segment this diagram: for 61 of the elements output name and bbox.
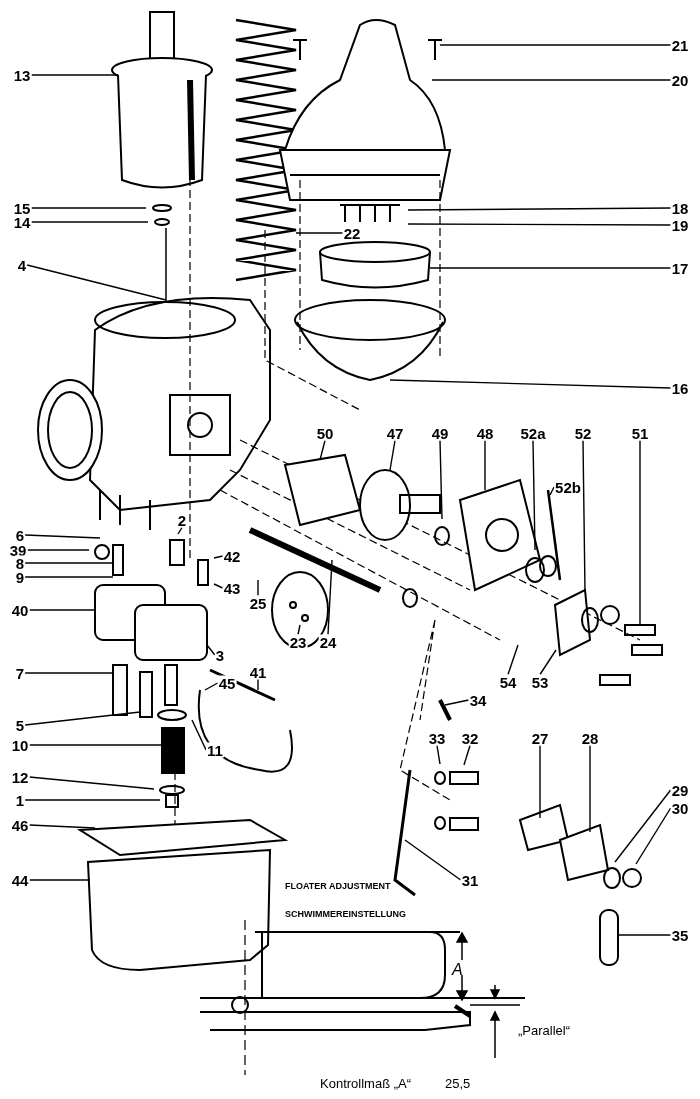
leader-line	[28, 879, 91, 881]
dimension-value: 25,5	[445, 1077, 471, 1090]
leader-line	[30, 207, 147, 209]
leader-line	[589, 744, 591, 833]
leader-line	[204, 682, 219, 691]
callout-number: 41	[248, 664, 268, 680]
leader-line	[549, 486, 555, 496]
leader-line	[257, 579, 259, 597]
leader-line	[30, 74, 119, 76]
caption-text: FLOATER ADJUSTMENT	[285, 882, 391, 891]
leader-line	[30, 221, 149, 223]
leader-line	[436, 744, 441, 765]
leader-line	[28, 609, 96, 611]
leader-line	[507, 644, 519, 676]
leader-line	[213, 583, 224, 589]
leader-line	[635, 807, 672, 865]
leader-line	[24, 534, 101, 539]
leader-line	[389, 439, 396, 471]
leader-line	[24, 672, 114, 674]
leader-line	[177, 526, 183, 535]
callout-number: 11	[206, 742, 224, 758]
leader-line	[429, 267, 672, 269]
leader-line	[213, 555, 224, 559]
leader-line	[24, 711, 141, 726]
leader-line	[24, 576, 114, 578]
note-text: „Parallel“	[518, 1024, 570, 1037]
leader-line	[617, 934, 672, 936]
leader-line	[639, 439, 641, 626]
leader-line	[389, 379, 672, 389]
dimension-label: A	[452, 962, 463, 978]
leader-line	[463, 744, 471, 766]
leader-line	[582, 439, 586, 593]
dimension-label: Kontrollmaß „A“	[320, 1077, 412, 1090]
leader-line	[26, 264, 167, 301]
leader-line	[319, 439, 326, 461]
leader-line	[28, 744, 163, 746]
leader-line	[407, 207, 672, 211]
leader-line	[28, 776, 155, 790]
leader-line	[407, 223, 672, 226]
leader-line	[28, 824, 96, 829]
leader-line	[439, 44, 672, 46]
leader-line	[191, 719, 207, 751]
leader-line	[295, 232, 344, 234]
caption-text: SCHWIMMEREINSTELLUNG	[285, 910, 406, 919]
leader-line	[444, 699, 470, 706]
callout-number: 52b	[554, 479, 582, 495]
leader-line	[327, 559, 333, 636]
leader-line	[297, 624, 301, 636]
leader-line	[484, 439, 486, 491]
leader-line	[539, 744, 541, 819]
leader-line	[614, 789, 672, 863]
leader-line	[439, 439, 443, 520]
leader-line	[26, 549, 90, 551]
leader-line	[539, 649, 557, 676]
leader-line	[24, 799, 161, 801]
leader-line	[431, 79, 672, 81]
leader-line	[24, 562, 114, 564]
leader-line	[532, 439, 536, 551]
callout-number: 24	[318, 634, 338, 650]
leader-line	[404, 839, 462, 881]
callout-number: 45	[217, 675, 237, 691]
